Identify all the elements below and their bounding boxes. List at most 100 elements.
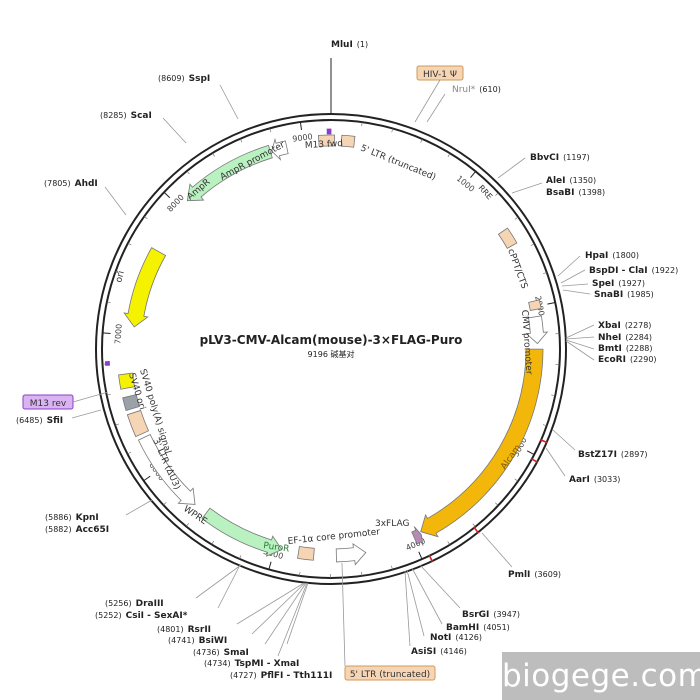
site-hpai: HpaI(1800) <box>585 251 639 261</box>
site-csii: (5252)CsiI - SexAI* <box>95 611 188 621</box>
m13-rev-callout: M13 rev <box>22 391 109 410</box>
ltr-bottom-callout: 5' LTR (truncated) <box>341 562 436 681</box>
site-xbai: XbaI(2278) <box>598 321 651 331</box>
tick-7000 <box>102 332 111 334</box>
site-highlight-mark <box>472 526 480 534</box>
minor-tick <box>185 523 189 527</box>
feature-shapes <box>104 128 549 566</box>
site-pflfi: (4727)PflFI - Tth111I <box>230 671 332 681</box>
feature-sv40-polya <box>122 394 140 412</box>
site-bspdi: BspDI - ClaI(1922) <box>589 266 678 276</box>
svg-text:M13 rev: M13 rev <box>30 399 67 409</box>
label-flag: 3xFLAG <box>375 519 409 529</box>
site-highlight-mark <box>428 554 434 563</box>
plasmid-size: 9196 碱基对 <box>308 349 355 359</box>
feature-hiv-psi <box>340 134 356 148</box>
feature-ampr <box>186 144 273 202</box>
restriction-sites: MluI(1) NruI*(610) BbvCI(1197) AleI(1350… <box>16 40 678 681</box>
minor-tick <box>127 451 132 455</box>
site-bsrgi: BsrGI(3947) <box>462 610 520 620</box>
tick-1000 <box>470 171 476 178</box>
label-ampr-promoter: AmpR promoter <box>219 140 287 183</box>
feature-ef1a-core <box>335 542 367 566</box>
minor-tick <box>391 128 394 133</box>
tick-4000 <box>418 551 423 560</box>
site-mlui: MluI(1) <box>331 40 368 50</box>
backbone-inner-circle <box>101 119 561 579</box>
site-noti: NotI(4126) <box>430 633 482 643</box>
label-ef1a: EF-1α core promoter <box>287 527 381 547</box>
tick-label-1000: 1000 <box>455 174 476 194</box>
site-pmli: PmlI(3609) <box>508 570 561 580</box>
site-kpni: (5886)KpnI <box>45 513 99 523</box>
minor-tick <box>542 424 547 427</box>
minor-tick <box>361 122 363 127</box>
site-acc65i: (5882)Acc65I <box>45 525 109 535</box>
minor-tick <box>447 541 451 545</box>
minor-tick <box>106 394 111 396</box>
minor-tick <box>530 243 535 246</box>
feature-rre <box>497 227 518 249</box>
watermark: biogege.com <box>502 652 700 700</box>
site-bsiwi: (4741)BsiWI <box>168 636 227 646</box>
site-sspi: (8609)SspI <box>158 74 210 84</box>
tick-3000 <box>526 450 535 455</box>
feature-flag <box>411 526 424 546</box>
minor-tick <box>447 153 451 157</box>
tick-9000 <box>299 121 302 131</box>
site-bsabi: BsaBI(1398) <box>546 188 605 198</box>
minor-tick <box>361 571 363 576</box>
minor-tick <box>240 138 243 143</box>
backbone-outer-circle <box>95 113 567 585</box>
feature-cmv-promoter <box>525 315 549 345</box>
label-cmv: CMV promoter <box>519 310 534 376</box>
minor-tick <box>472 523 476 527</box>
feature-ori <box>123 247 167 328</box>
site-alei: AleI(1350) <box>546 176 596 186</box>
minor-tick <box>542 272 547 275</box>
site-scai: (8285)ScaI <box>100 111 152 121</box>
label-ltr5: 5' LTR (truncated) <box>359 144 437 183</box>
site-bamhi: BamHI(4051) <box>446 623 510 633</box>
site-highlight-mark <box>539 438 548 444</box>
hiv-psi-callout: HIV-1 Ψ <box>414 65 464 123</box>
feature-ltr5-truncated-2 <box>297 546 315 561</box>
feature-m13rev <box>104 361 111 366</box>
site-nrui: NruI*(610) <box>452 85 501 95</box>
minor-tick <box>495 192 499 196</box>
plasmid-name: pLV3-CMV-Alcam(mouse)-3×FLAG-Puro <box>200 333 463 347</box>
site-tspmi: (4734)TspMI - XmaI <box>204 659 299 669</box>
site-bstz17i: BstZ17I(2897) <box>578 450 648 460</box>
minor-tick <box>106 301 111 304</box>
site-ahdi: (7805)AhdI <box>44 179 98 189</box>
tick-label-9000: 9000 <box>292 132 313 144</box>
minor-tick <box>420 138 423 143</box>
site-bbvci: BbvCI(1197) <box>530 153 590 163</box>
minor-tick <box>391 565 393 570</box>
feature-alcam <box>420 348 544 538</box>
feature-ltr3 <box>126 409 150 438</box>
site-smai: (4736)SmaI <box>193 648 249 658</box>
minor-tick <box>127 242 132 246</box>
feature-puror <box>201 507 283 557</box>
site-draiii: (5256)DraIII <box>105 599 164 609</box>
site-ecori: EcoRI(2290) <box>598 355 657 365</box>
label-puror: PuroR <box>263 541 290 555</box>
svg-text:5' LTR (truncated): 5' LTR (truncated) <box>350 670 430 680</box>
minor-tick <box>239 555 242 560</box>
site-aari: AarI(3033) <box>569 475 620 485</box>
minor-tick <box>163 502 167 506</box>
minor-tick <box>144 216 148 220</box>
feature-m13fwd <box>326 128 332 135</box>
minor-tick <box>115 271 120 274</box>
feature-cppt-cts <box>528 299 542 312</box>
minor-tick <box>299 571 301 576</box>
minor-tick <box>269 128 272 133</box>
tick-8000 <box>163 191 171 199</box>
feature-ltr5-truncated <box>318 134 335 147</box>
site-nhei: NheI(2284) <box>598 333 652 343</box>
tick-6000 <box>143 475 151 482</box>
tick-label-7000: 7000 <box>113 324 123 345</box>
label-m13-fwd: M13 fwd <box>305 139 344 151</box>
label-ori: ori <box>114 270 127 284</box>
